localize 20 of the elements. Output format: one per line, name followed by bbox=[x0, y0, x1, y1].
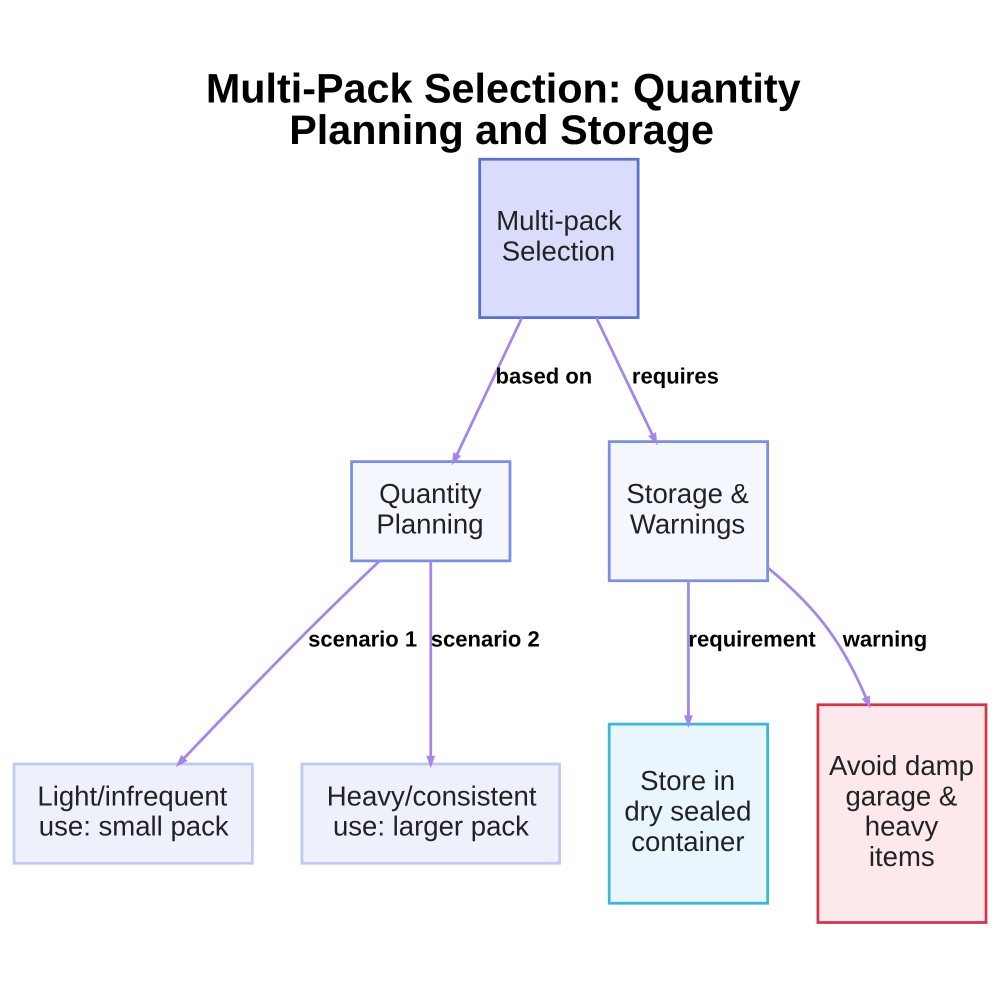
edge-label: requires bbox=[632, 363, 719, 388]
diagram-title: Multi-Pack Selection: Quantity Planning and Storage bbox=[206, 65, 801, 153]
arrow bbox=[176, 559, 381, 766]
arrow bbox=[426, 560, 436, 768]
edge-label: requirement bbox=[688, 626, 816, 652]
edge-label: warning bbox=[842, 626, 928, 652]
node-box: Storage & Warnings bbox=[608, 440, 770, 582]
node-box: Store in dry sealed container bbox=[608, 722, 770, 904]
edge-label: scenario 1 bbox=[308, 626, 418, 652]
arrow bbox=[766, 566, 871, 708]
node-box: Quantity Planning bbox=[350, 460, 512, 562]
arrow bbox=[684, 580, 693, 728]
edge-label: scenario 2 bbox=[430, 626, 540, 652]
node-box: Light/infrequent use: small pack bbox=[12, 762, 254, 864]
arrow bbox=[452, 316, 524, 465]
arrow bbox=[595, 316, 658, 445]
edge-label: based on bbox=[496, 363, 592, 388]
node-box: Heavy/consistent use: larger pack bbox=[300, 762, 561, 864]
node-box: Avoid damp garage & heavy items bbox=[816, 702, 988, 924]
node-box: Multi-pack Selection bbox=[478, 157, 640, 319]
